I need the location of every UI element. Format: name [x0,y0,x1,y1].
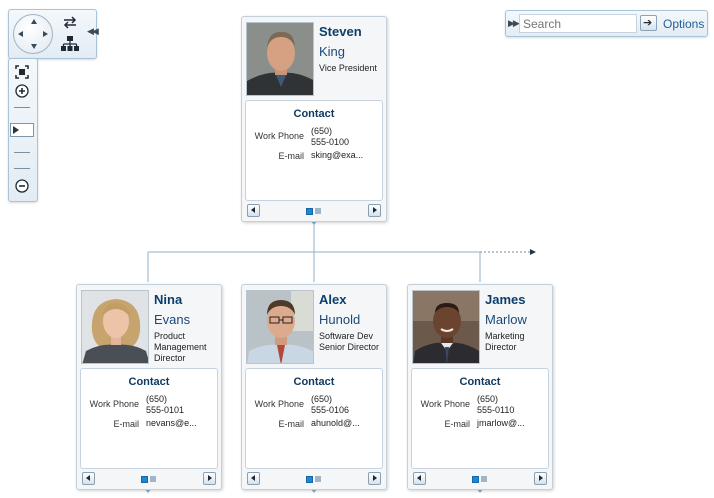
search-input[interactable] [519,14,637,33]
navigation-panel: ◀◀ [8,9,99,59]
work-phone-value: (650) 555-0110 [477,394,515,415]
card-page-dot[interactable] [481,476,487,482]
work-phone-value: (650) 555-0106 [311,394,350,415]
work-phone-label: Work Phone [420,399,470,409]
double-chevron-left-icon[interactable]: ◀◀ [87,26,99,36]
email-value[interactable]: ahunold@... [311,418,360,428]
email-label: E-mail [278,151,304,161]
contact-heading: Contact [293,108,335,120]
employee-photo [246,290,314,364]
zoom-slider-thumb[interactable] [10,123,34,137]
card-next-button[interactable] [368,472,381,485]
email-value[interactable]: sking@exa... [311,150,364,160]
contact-panel: Contact Work Phone (650) 555-0110 E-mail… [411,368,549,469]
last-name: Marlow [485,312,527,327]
card-page-dot[interactable] [150,476,156,482]
double-chevron-right-icon[interactable]: ▶▶ [508,18,520,28]
overflow-arrow-icon [530,249,536,255]
job-title: Product Management Director [154,331,207,363]
employee-photo [81,290,149,364]
contact-heading: Contact [128,376,170,388]
org-node-james-marlow[interactable]: James Marlow Marketing Director Contact … [407,284,553,490]
job-title: Vice President [319,63,377,73]
work-phone-label: Work Phone [254,131,304,141]
org-node-alex-hunold[interactable]: Alex Hunold Software Dev Senior Director… [241,284,387,490]
zoom-out-icon[interactable] [15,179,29,193]
contact-panel: Contact Work Phone (650) 555-0100 E-mail… [245,100,383,201]
contact-panel: Contact Work Phone (650) 555-0106 E-mail… [245,368,383,469]
zoom-tick [14,168,30,169]
work-phone-value: (650) 555-0101 [146,394,185,415]
last-name: Hunold [319,312,361,327]
work-phone-value: (650) 555-0100 [311,126,350,147]
pan-up-icon[interactable] [31,19,37,24]
email-label: E-mail [113,419,139,429]
card-prev-button[interactable] [247,204,260,217]
card-page-dot[interactable] [472,476,479,483]
card-page-dot[interactable] [306,208,313,215]
first-name: Alex [319,292,347,307]
work-phone-label: Work Phone [89,399,139,409]
pan-left-icon[interactable] [18,31,23,37]
rotate-icon[interactable] [61,14,79,30]
email-label: E-mail [444,419,470,429]
org-node-steven-king[interactable]: Steven King Vice President Contact Work … [241,16,387,222]
zoom-panel [8,58,38,202]
options-link[interactable]: Options [663,17,705,31]
last-name: King [319,44,346,59]
pan-down-icon[interactable] [31,44,37,49]
card-prev-button[interactable] [82,472,95,485]
search-panel: ▶▶ Options [505,10,708,37]
card-page-dot[interactable] [315,208,321,214]
card-next-button[interactable] [368,204,381,217]
zoom-to-fit-icon[interactable] [15,65,29,79]
zoom-in-icon[interactable] [15,84,29,98]
email-value[interactable]: jmarlow@... [477,418,525,428]
card-next-button[interactable] [203,472,216,485]
connector-line [147,252,481,282]
zoom-tick [14,152,30,153]
last-name: Evans [154,312,191,327]
contact-panel: Contact Work Phone (650) 555-0101 E-mail… [80,368,218,469]
card-page-dot[interactable] [141,476,148,483]
job-title: Marketing Director [485,331,525,352]
first-name: Steven [319,24,362,39]
work-phone-label: Work Phone [254,399,304,409]
employee-photo [246,22,314,96]
email-label: E-mail [278,419,304,429]
pan-control[interactable] [13,14,53,54]
first-name: Nina [154,292,183,307]
contact-heading: Contact [293,376,335,388]
card-prev-button[interactable] [247,472,260,485]
search-go-button[interactable] [640,15,657,31]
org-node-nina-evans[interactable]: Nina Evans Product Management Director C… [76,284,222,490]
card-page-dot[interactable] [306,476,313,483]
zoom-tick [14,107,30,108]
employee-photo [412,290,480,364]
hierarchy-layout-icon[interactable] [61,36,79,52]
card-next-button[interactable] [534,472,547,485]
job-title: Software Dev Senior Director [319,331,380,352]
card-page-dot[interactable] [315,476,321,482]
pan-right-icon[interactable] [43,31,48,37]
email-value[interactable]: nevans@e... [146,418,197,428]
card-prev-button[interactable] [413,472,426,485]
first-name: James [485,292,526,307]
contact-heading: Contact [459,376,501,388]
